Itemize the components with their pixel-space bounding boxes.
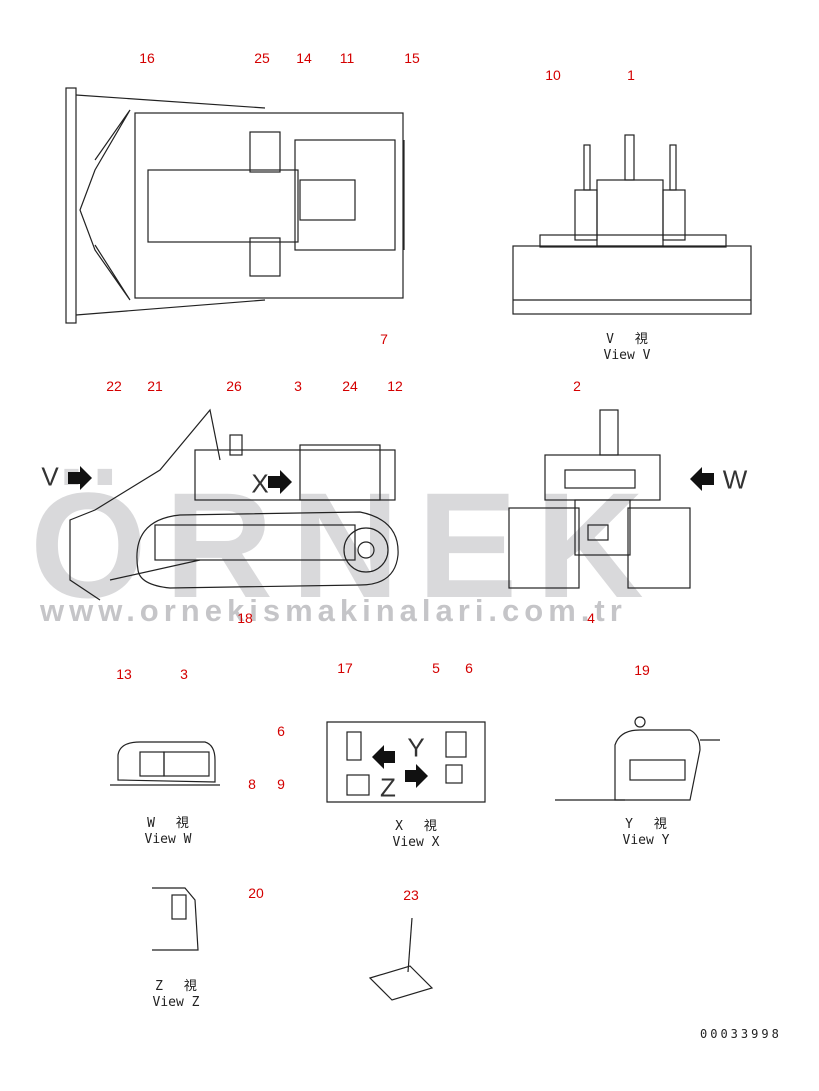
item-23-plate-drawing <box>368 917 434 1001</box>
view-y-drawing <box>555 716 720 801</box>
callout-5[interactable]: 5 <box>432 660 440 676</box>
view-x-label: X 視 View X <box>392 819 440 850</box>
callout-7[interactable]: 7 <box>380 331 388 347</box>
view-z-drawing <box>152 887 199 951</box>
view-v-drawing <box>512 134 752 315</box>
callout-12[interactable]: 12 <box>387 378 403 394</box>
view-w-detail-drawing <box>110 741 220 786</box>
direction-arrows <box>68 466 714 788</box>
callout-22[interactable]: 22 <box>106 378 122 394</box>
direction-letter-v: V <box>41 461 59 492</box>
callout-11[interactable]: 11 <box>339 50 355 66</box>
callout-17[interactable]: 17 <box>337 660 353 676</box>
callout-26[interactable]: 26 <box>226 378 242 394</box>
watermark-url: www.ornekismakinalari.com.tr <box>40 593 627 628</box>
callout-2[interactable]: 2 <box>573 378 581 394</box>
view-x-drawing <box>326 721 486 803</box>
callout-18[interactable]: 18 <box>237 610 253 626</box>
callout-3-view-w[interactable]: 3 <box>180 666 188 682</box>
callout-19[interactable]: 19 <box>634 662 650 678</box>
callout-9[interactable]: 9 <box>277 776 285 792</box>
callout-23[interactable]: 23 <box>403 887 419 903</box>
direction-letter-x: X <box>251 468 269 499</box>
view-z-label: Z 視 View Z <box>152 979 200 1010</box>
top-view-drawing <box>65 87 405 324</box>
callout-16[interactable]: 16 <box>139 50 155 66</box>
callout-3[interactable]: 3 <box>294 378 302 394</box>
callout-25[interactable]: 25 <box>254 50 270 66</box>
view-v-label: V 視 View V <box>603 332 651 363</box>
direction-letter-y: Y <box>407 732 425 763</box>
callout-15[interactable]: 15 <box>404 50 420 66</box>
view-w-drawing <box>508 409 691 589</box>
view-y-label: Y 視 View Y <box>622 817 670 848</box>
direction-letter-w: W <box>722 464 748 495</box>
callout-8[interactable]: 8 <box>248 776 256 792</box>
direction-letter-z: Z <box>380 772 396 803</box>
watermark-logo: ÖRNEK <box>30 461 662 629</box>
callout-10[interactable]: 10 <box>545 67 561 83</box>
callout-14[interactable]: 14 <box>296 50 312 66</box>
callout-6[interactable]: 6 <box>465 660 473 676</box>
callout-4[interactable]: 4 <box>587 610 595 626</box>
callout-1[interactable]: 1 <box>627 67 635 83</box>
side-view-drawing <box>69 408 399 601</box>
callout-21[interactable]: 21 <box>147 378 163 394</box>
view-w-label: W 視 View W <box>144 816 192 847</box>
callout-6-left[interactable]: 6 <box>277 723 285 739</box>
callout-20[interactable]: 20 <box>248 885 264 901</box>
callout-13[interactable]: 13 <box>116 666 132 682</box>
callout-24[interactable]: 24 <box>342 378 358 394</box>
drawing-code: 00033998 <box>700 1027 782 1041</box>
